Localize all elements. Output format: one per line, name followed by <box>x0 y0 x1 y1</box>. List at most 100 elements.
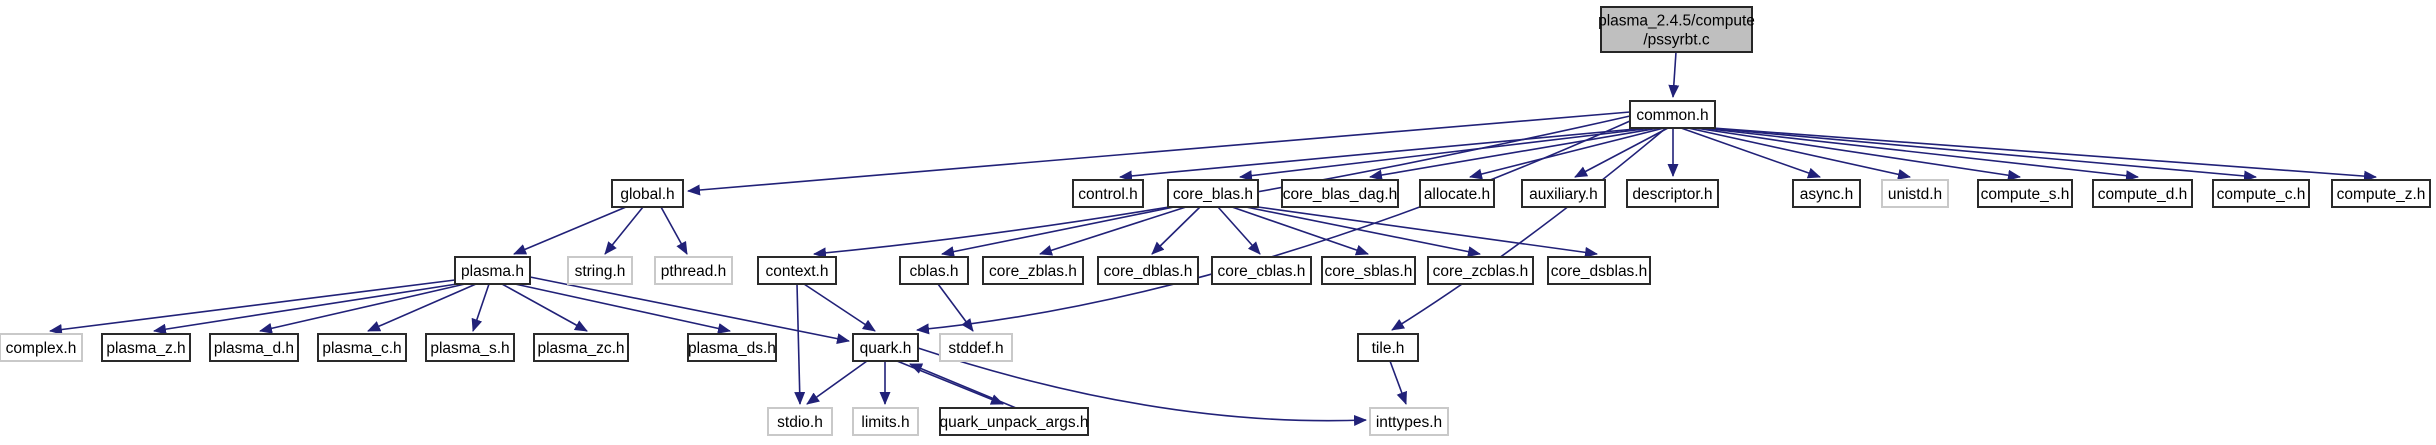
node-computez[interactable]: compute_z.h <box>2331 179 2431 208</box>
node-plasmas[interactable]: plasma_s.h <box>425 333 515 362</box>
node-label-computes: compute_s.h <box>1981 186 2070 203</box>
edge-context-quark <box>803 283 876 332</box>
edge-plasma-plasmazc <box>501 283 588 332</box>
node-quark[interactable]: quark.h <box>852 333 919 362</box>
node-label-control: control.h <box>1078 186 1137 203</box>
node-plasmazc[interactable]: plasma_zc.h <box>533 333 629 362</box>
node-label-plasmazc: plasma_zc.h <box>537 340 624 357</box>
edge-quark-stdio <box>806 360 868 405</box>
edge-common-auxiliary <box>1574 127 1669 178</box>
edge-root-common <box>1668 51 1680 98</box>
node-tile[interactable]: tile.h <box>1357 333 1419 362</box>
edge-coreblas-cblas <box>941 206 1175 258</box>
node-label-computec: compute_c.h <box>2217 186 2306 203</box>
node-complex: complex.h <box>0 333 83 362</box>
node-plasmaz[interactable]: plasma_z.h <box>101 333 191 362</box>
node-auxiliary[interactable]: auxiliary.h <box>1521 179 1606 208</box>
node-label-corezblas: core_zblas.h <box>989 263 1077 280</box>
edge-coreblas-corezcblas <box>1245 206 1481 258</box>
node-coresblas[interactable]: core_sblas.h <box>1321 256 1416 285</box>
edge-common-computes <box>1694 127 2021 181</box>
node-plasmac[interactable]: plasma_c.h <box>317 333 407 362</box>
node-allocate[interactable]: allocate.h <box>1419 179 1495 208</box>
node-plasmads[interactable]: plasma_ds.h <box>687 333 777 362</box>
node-stddef: stddef.h <box>939 333 1013 362</box>
node-computec[interactable]: compute_c.h <box>2212 179 2310 208</box>
node-label-global: global.h <box>620 186 674 203</box>
node-inttypes: inttypes.h <box>1369 407 1449 436</box>
node-label-complex: complex.h <box>6 340 77 357</box>
node-stdio: stdio.h <box>767 407 833 436</box>
node-label-plasmaz: plasma_z.h <box>106 340 185 357</box>
node-cblas[interactable]: cblas.h <box>899 256 969 285</box>
node-label-limits: limits.h <box>861 414 909 431</box>
node-label-stdio: stdio.h <box>777 414 823 431</box>
node-label-async: async.h <box>1800 186 1853 203</box>
node-coreblasdag[interactable]: core_blas_dag.h <box>1281 179 1399 208</box>
edge-common-computec <box>1706 127 2257 182</box>
edge-plasma-plasmac <box>367 283 477 332</box>
edge-global-pthread <box>660 206 688 255</box>
node-root: plasma_2.4.5/compute/pssyrbt.c <box>1598 5 1755 54</box>
edge-plasma-plasmas <box>471 283 490 332</box>
edge-global-string <box>604 206 644 255</box>
node-label-auxiliary: auxiliary.h <box>1529 186 1598 203</box>
node-label-plasmads: plasma_ds.h <box>688 340 776 357</box>
node-plasmad[interactable]: plasma_d.h <box>209 333 299 362</box>
node-label-pthread: pthread.h <box>661 263 727 280</box>
node-label-coresblas: core_sblas.h <box>1325 263 1413 280</box>
edge-plasma-plasmads <box>514 283 731 334</box>
node-label-inttypes: inttypes.h <box>1376 414 1442 431</box>
node-label-plasmas: plasma_s.h <box>430 340 509 357</box>
node-computes[interactable]: compute_s.h <box>1977 179 2073 208</box>
edge-common-allocate <box>1469 127 1665 180</box>
node-label-stddef: stddef.h <box>948 340 1003 357</box>
node-context[interactable]: context.h <box>757 256 837 285</box>
edge-coreblas-corezblas <box>1039 206 1187 256</box>
edge-common-global <box>687 111 1631 196</box>
node-label-string: string.h <box>575 263 626 280</box>
edge-context-stdio <box>794 283 806 405</box>
node-label-coredsblas: core_dsblas.h <box>1551 263 1648 280</box>
node-descriptor[interactable]: descriptor.h <box>1626 179 1719 208</box>
node-async[interactable]: async.h <box>1792 179 1861 208</box>
node-control[interactable]: control.h <box>1072 179 1144 208</box>
edge-cblas-stddef <box>937 283 974 332</box>
edge-qupa-quark <box>909 363 1017 409</box>
node-label-computed: compute_d.h <box>2098 186 2188 203</box>
edge-common-computez <box>1712 127 2377 182</box>
node-label-quark: quark.h <box>860 340 912 357</box>
node-computed[interactable]: compute_d.h <box>2092 179 2193 208</box>
node-label-plasmac: plasma_c.h <box>322 340 401 357</box>
node-corezcblas[interactable]: core_zcblas.h <box>1427 256 1534 285</box>
edge-common-tile <box>1391 127 1667 331</box>
edge-common-control <box>1119 127 1647 182</box>
edge-tile-inttypes <box>1389 360 1407 405</box>
node-label-coreblasdag: core_blas_dag.h <box>1283 186 1398 203</box>
node-coredsblas[interactable]: core_dsblas.h <box>1547 256 1651 285</box>
node-qupa[interactable]: quark_unpack_args.h <box>939 407 1089 436</box>
node-corecblas[interactable]: core_cblas.h <box>1211 256 1312 285</box>
node-global[interactable]: global.h <box>611 179 684 208</box>
node-unistd: unistd.h <box>1881 179 1949 208</box>
edge-coreblas-coresblas <box>1231 206 1369 256</box>
node-plasma[interactable]: plasma.h <box>454 256 531 285</box>
node-corezblas[interactable]: core_zblas.h <box>982 256 1084 285</box>
edge-plasma-complex <box>49 279 456 335</box>
edge-common-coreblasdag <box>1369 127 1660 181</box>
node-coredblas[interactable]: core_dblas.h <box>1097 256 1199 285</box>
edge-common-async <box>1680 127 1821 179</box>
node-label-corezcblas: core_zcblas.h <box>1433 263 1529 280</box>
edge-quark-qupa <box>896 360 1004 405</box>
edge-common-coreblas <box>1239 127 1654 182</box>
node-label-descriptor: descriptor.h <box>1632 186 1712 203</box>
edge-common-unistd <box>1687 127 1911 180</box>
node-label-context: context.h <box>766 263 829 280</box>
node-label-coreblas: core_blas.h <box>1173 186 1253 203</box>
edge-coreblas-corecblas <box>1217 206 1261 255</box>
node-common[interactable]: common.h <box>1629 100 1716 129</box>
node-coreblas[interactable]: core_blas.h <box>1167 179 1259 208</box>
edge-global-plasma <box>513 206 627 255</box>
